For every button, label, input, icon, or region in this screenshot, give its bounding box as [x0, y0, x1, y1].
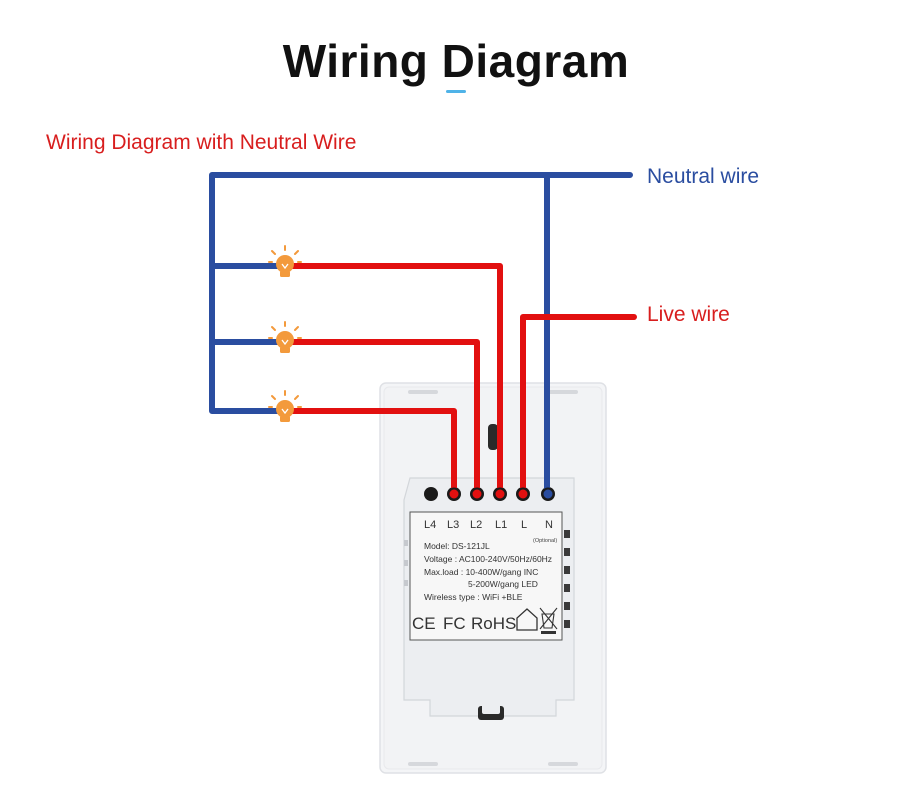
- live-wire-label: Live wire: [647, 303, 730, 326]
- spec-voltage: Voltage : AC100-240V/50Hz/60Hz: [424, 554, 552, 564]
- spec-max-load-led: 5-200W/gang LED: [468, 579, 538, 589]
- weee-bin-icon: [539, 607, 558, 634]
- spec-model: Model: DS-121JL: [424, 541, 490, 551]
- rohs-mark: RoHS: [471, 614, 516, 633]
- switch-body: [379, 382, 607, 774]
- terminal-label-l: L: [521, 519, 527, 531]
- fc-mark: FC: [443, 614, 466, 633]
- spec-max-load: Max.load : 10-400W/gang INC: [424, 567, 538, 577]
- terminal-optional-note: (Optional): [533, 538, 557, 544]
- home-icon: [516, 608, 538, 631]
- terminal-label-l1: L1: [495, 519, 507, 531]
- neutral-wire-label: Neutral wire: [647, 165, 760, 188]
- ce-mark: CE: [412, 614, 436, 633]
- live-wires: [289, 263, 637, 493]
- page-title: Wiring Diagram: [282, 35, 630, 87]
- title-underline: [446, 90, 466, 93]
- terminal-label-l3: L3: [447, 519, 459, 531]
- terminal-label-l2: L2: [470, 519, 482, 531]
- light-bulb-icon: [268, 390, 302, 422]
- terminal-label-l4: L4: [424, 519, 436, 531]
- terminal-label-n: N: [545, 519, 553, 531]
- light-bulb-icon: [268, 321, 302, 353]
- neutral-wires: [209, 172, 633, 493]
- light-bulb-icon: [268, 245, 302, 277]
- diagram-subtitle: Wiring Diagram with Neutral Wire: [46, 131, 357, 154]
- spec-wireless: Wireless type : WiFi +BLE: [424, 592, 523, 602]
